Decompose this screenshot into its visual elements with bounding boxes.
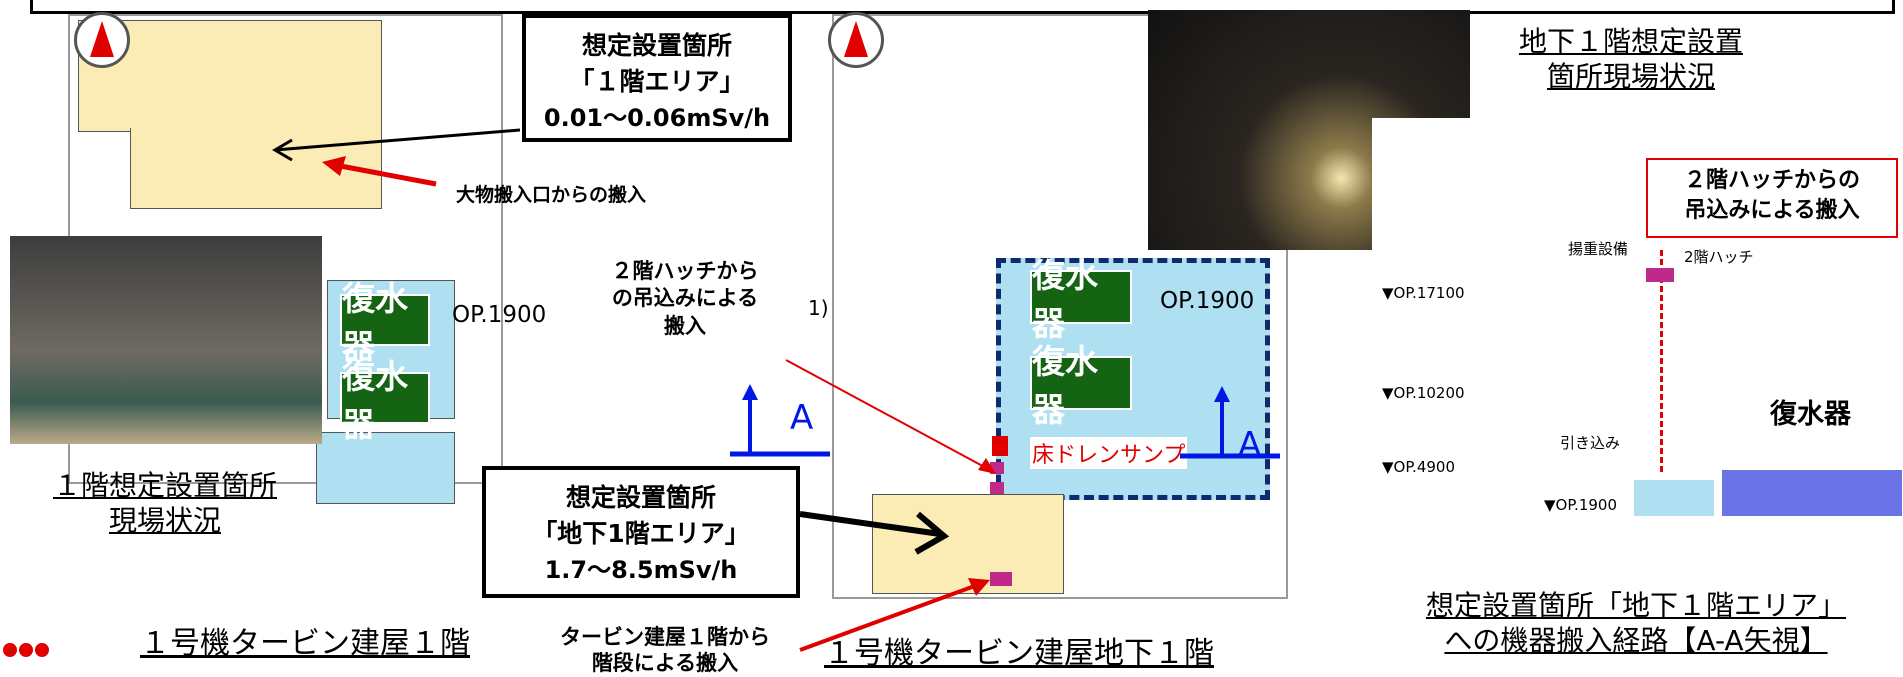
north-arrow-icon (828, 12, 884, 68)
op-level-label: OP.1900 (1160, 288, 1255, 314)
section-arrow-icon (1180, 384, 1280, 464)
callout-dose: 1.7～8.5mSv/h (544, 556, 738, 584)
op-level-label: ▼OP.17100 (1382, 284, 1465, 302)
photo-caption: １階想定設置箇所 現場状況 (20, 468, 310, 538)
text-fragment: 1) (808, 296, 829, 320)
op-level-label: ▼OP.10200 (1382, 384, 1465, 402)
op-level-label: OP.1900 (452, 302, 547, 328)
hatch-label: 2階ハッチ (1684, 248, 1754, 266)
condenser-water (1634, 480, 1714, 516)
caption-line: 箇所現場状況 (1546, 60, 1715, 93)
callout-title: 想定設置箇所 (581, 31, 732, 60)
label-line: タービン建屋１階から (560, 625, 770, 649)
callout-title: 想定設置箇所 (565, 483, 716, 512)
label-line: 階段による搬入 (591, 651, 739, 676)
floor-plan-caption: １号機タービン建屋地下１階 (824, 636, 1214, 671)
north-arrow-icon (74, 12, 130, 68)
section-label: A (790, 398, 814, 438)
label-line: ２階ハッチからの (1683, 168, 1860, 193)
basement-yellow-area (872, 494, 1064, 594)
condenser-water-body (1722, 470, 1902, 516)
caption-line: への機器搬入経路【A-A矢視】 (1444, 624, 1828, 657)
drain-sump-marker (992, 436, 1008, 456)
condenser-block: 復水器 (340, 357, 430, 444)
condenser-block: 復水器 (340, 279, 430, 366)
label-line: 吊込みによる搬入 (1684, 197, 1860, 223)
op-level-label: ▼OP.1900 (1544, 496, 1617, 514)
section-arrow-icon (730, 382, 830, 462)
red-dots-icon (0, 640, 60, 660)
callout-dose: 0.01～0.06mSv/h (543, 104, 771, 132)
lifting-equipment-label: 揚重設備 (1568, 240, 1629, 258)
drain-sump-label: 床ドレンサンプ (1030, 437, 1188, 469)
condenser-block: 復水器 (1030, 342, 1132, 429)
condenser-label: 復水器 (1770, 399, 1851, 430)
floor-plan-caption: １号機タービン建屋１階 (140, 626, 470, 661)
install-marker (990, 462, 1004, 474)
caption-line: 現場状況 (108, 504, 221, 537)
section-view-caption: 想定設置箇所「地下１階エリア」 への機器搬入経路【A-A矢視】 (1376, 588, 1896, 658)
install-marker (990, 482, 1004, 494)
caption-line: 地下１階想定設置 (1518, 25, 1743, 58)
section-label: A (1238, 425, 1262, 465)
install-location-callout: 想定設置箇所 「１階エリア」 0.01～0.06mSv/h (522, 14, 792, 142)
pull-in-label: 引き込み (1560, 434, 1621, 452)
entry-label: 大物搬入口からの搬入 (456, 184, 647, 206)
install-marker (990, 572, 1012, 586)
hatch-entry-label: ２階ハッチから の吊込みによる 搬入 (600, 258, 770, 340)
label-line: 搬入 (664, 313, 706, 338)
hatch-marker (1646, 268, 1674, 282)
caption-line: １階想定設置箇所 (52, 469, 277, 502)
condenser-block: 復水器 (1030, 256, 1132, 343)
first-floor-site-photo (10, 236, 322, 444)
photo-caption: 地下１階想定設置 箇所現場状況 (1476, 24, 1786, 94)
hatch-entry-box: ２階ハッチからの 吊込みによる搬入 (1646, 158, 1898, 238)
callout-area: 「地下1階エリア」 (532, 519, 750, 548)
first-floor-yellow-area-lower (130, 128, 382, 209)
top-frame (30, 0, 1895, 14)
op-level-label: ▼OP.4900 (1382, 458, 1455, 476)
caption-line: 想定設置箇所「地下１階エリア」 (1425, 589, 1846, 622)
callout-area: 「１階エリア」 (569, 67, 745, 96)
label-line: の吊込みによる (611, 286, 759, 311)
install-location-callout: 想定設置箇所 「地下1階エリア」 1.7～8.5mSv/h (482, 466, 800, 598)
first-floor-cyan-small (316, 432, 455, 504)
label-line: ２階ハッチから (611, 259, 759, 283)
lift-line (1660, 250, 1663, 472)
